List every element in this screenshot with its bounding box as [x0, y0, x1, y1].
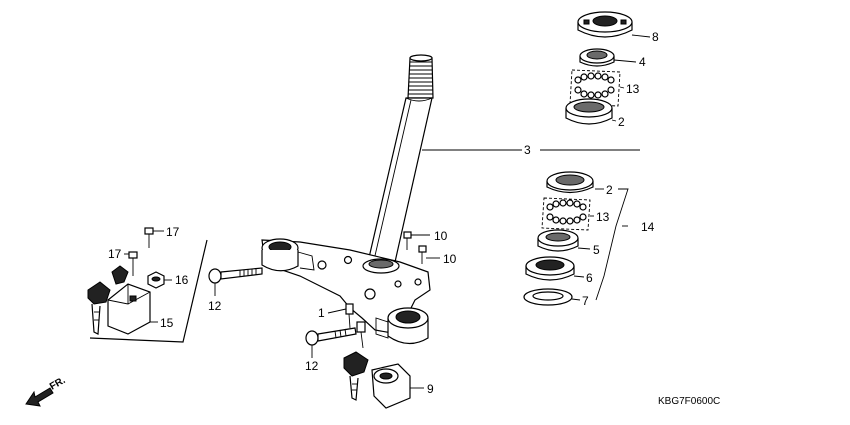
- label-12-lower: 12: [305, 359, 319, 373]
- label-10-upper: 10: [434, 229, 448, 243]
- leader-lines: [124, 34, 651, 389]
- label-9: 9: [427, 382, 434, 396]
- callout-labels: 8 4 13 2 3 2 13 14 5 6 7 10 10 17 17 16 …: [108, 30, 659, 396]
- label-6: 6: [586, 271, 593, 285]
- screws-17: [128, 227, 154, 276]
- label-8: 8: [652, 30, 659, 44]
- label-2-upper: 2: [618, 115, 625, 129]
- steering-lock-9: [343, 351, 411, 409]
- nut-16: [147, 271, 165, 289]
- front-direction-arrow: FR.: [25, 375, 68, 407]
- upper-bearing-stack: [565, 11, 633, 125]
- inset-box: [89, 239, 208, 343]
- label-1: 1: [318, 306, 325, 320]
- label-4: 4: [639, 55, 646, 69]
- label-3: 3: [524, 143, 531, 157]
- steering-stem: [367, 54, 434, 263]
- label-13-lower: 13: [596, 210, 610, 224]
- label-17-lower: 17: [108, 247, 122, 261]
- ignition-switch-15: [87, 265, 151, 335]
- label-12-left: 12: [208, 299, 222, 313]
- direction-label: FR.: [48, 375, 68, 393]
- bolt-12-lower: [305, 327, 357, 346]
- label-14: 14: [641, 220, 655, 234]
- bolts-10: [403, 231, 427, 264]
- label-7: 7: [582, 294, 589, 308]
- label-2-lower: 2: [606, 183, 613, 197]
- lower-bearing-stack: [523, 171, 594, 306]
- label-15: 15: [160, 316, 174, 330]
- lower-triple-clamp: [261, 238, 431, 345]
- diagram-code: KBG7F0600C: [658, 396, 720, 407]
- label-10-lower: 10: [443, 252, 457, 266]
- label-5: 5: [593, 243, 600, 257]
- label-16: 16: [175, 273, 189, 287]
- label-17-upper: 17: [166, 225, 180, 239]
- label-13-upper: 13: [626, 82, 640, 96]
- bolt-12-left: [208, 267, 263, 284]
